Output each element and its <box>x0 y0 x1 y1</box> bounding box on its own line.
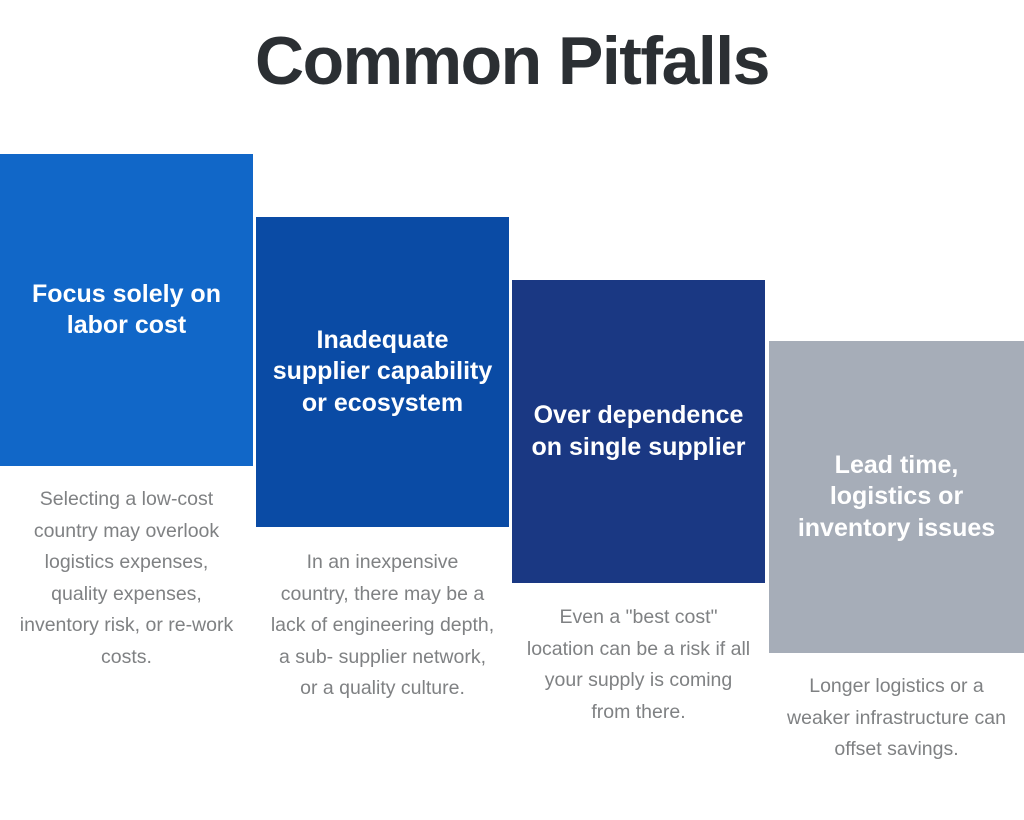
pitfall-block-4: Lead time, logistics or inventory issues <box>769 341 1024 653</box>
pitfall-body-1: Selecting a low-cost country may overloo… <box>19 488 234 668</box>
pitfall-heading-2: Inadequate supplier capability or ecosys… <box>272 326 493 417</box>
pitfall-heading-4: Lead time, logistics or inventory issues <box>797 451 996 542</box>
pitfall-block-2: Inadequate supplier capability or ecosys… <box>256 217 509 527</box>
page-title: Common Pitfalls <box>255 23 771 99</box>
pitfall-block-3: Over dependence on single supplier <box>512 280 765 583</box>
pitfall-heading-1: Focus solely on labor cost <box>32 279 221 339</box>
pitfall-body-4: Longer logistics or a weaker infrastruct… <box>787 675 1006 761</box>
pitfall-heading-3: Over dependence on single supplier <box>531 401 746 461</box>
pitfall-block-1: Focus solely on labor cost <box>0 154 253 466</box>
pitfall-body-2: In an inexpensive country, there may be … <box>270 551 495 700</box>
pitfall-body-3: Even a "best cost" location can be a ris… <box>526 606 751 723</box>
